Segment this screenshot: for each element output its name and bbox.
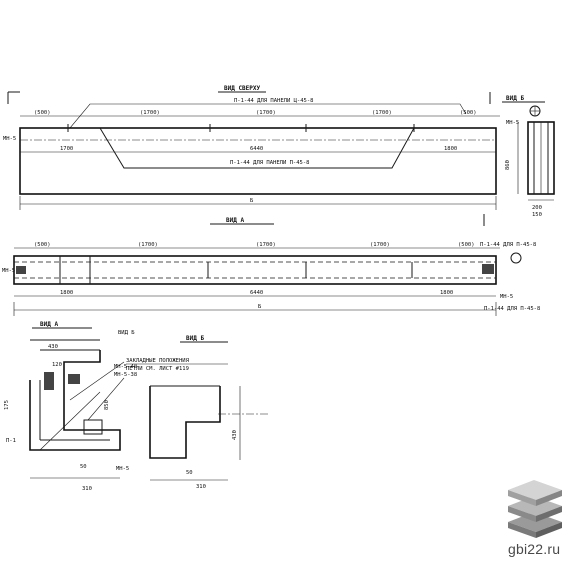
dim-view-b-430: 430 — [232, 430, 238, 440]
dim-top-500b: (500) — [460, 110, 477, 116]
top-view-title: ВИД СВЕРХУ — [224, 85, 261, 92]
dim-bot-1700b: (1700) — [256, 242, 276, 248]
end-view-title: ВИД Б — [506, 95, 524, 102]
loop-marks-top — [67, 124, 415, 132]
dim-end-150: 150 — [532, 212, 542, 218]
dim-sec-50: 50 — [80, 464, 87, 470]
end-note-2: П-1-44 ДЛЯ П-45-8 — [484, 306, 540, 312]
dim-bot-500b: (500) — [458, 242, 475, 248]
detail-embed-2 — [68, 374, 80, 384]
detail-embed-1 — [44, 372, 54, 390]
top-view: ВИД СВЕРХУ П-1-44 ДЛЯ ПАНЕЛИ Ц-45-8 (500… — [3, 85, 500, 226]
view-b-title: ВИД Б — [186, 335, 204, 342]
dim-bot-1800: 1800 — [60, 290, 73, 296]
mark-mh-detail-1: МН-5-40 — [114, 364, 137, 370]
dim-bot-1800b: 1800 — [440, 290, 453, 296]
top-panel-note-2: П-1-44 ДЛЯ ПАНЕЛИ П-45-8 — [230, 160, 309, 166]
dim-end-200: 200 — [532, 205, 542, 211]
dim-view-b-310: 310 — [196, 484, 206, 490]
slab-recess — [99, 127, 415, 169]
dim-sec-430: 430 — [48, 344, 58, 350]
stacked-slabs-logo — [508, 480, 562, 538]
dim-bot-6440: 6440 — [250, 290, 263, 296]
mark-p1: П-1 — [6, 438, 16, 444]
dim-top-1700c: (1700) — [372, 110, 392, 116]
dim-top-500: (500) — [34, 110, 51, 116]
dim-overall-label: Б — [250, 198, 254, 204]
slab-side-outline — [13, 255, 497, 285]
detail-b-label: ВИД Б — [118, 330, 135, 336]
dim-sec-120: 120 — [52, 362, 62, 368]
end-loop-circle — [510, 252, 522, 264]
mark-mh-left: МН-5 — [3, 136, 16, 142]
detail-section-left: ВИД А ВИД Б 430 120 МН-5-40 МН-5-38 175 … — [4, 321, 228, 492]
end-note-1: П-1-44 ДЛЯ П-45-8 — [480, 242, 536, 248]
dim-v-860: 860 — [505, 160, 511, 170]
view-a-title: ВИД А — [226, 217, 244, 224]
embed-note-2: ПЕТЛИ СМ. ЛИСТ #119 — [126, 366, 189, 372]
mark-mh-detail-3: МН-5 — [116, 466, 129, 472]
slab-top-outline — [19, 127, 497, 195]
site-url[interactable]: gbi22.ru — [508, 541, 561, 557]
mark-mh-end: МН-5 — [506, 120, 519, 126]
detail-view-a-title: ВИД А — [40, 321, 58, 328]
dim-sec-175: 175 — [4, 400, 10, 410]
top-panel-note-1: П-1-44 ДЛЯ ПАНЕЛИ Ц-45-8 — [234, 98, 313, 104]
view-b-section: ВИД Б 430 50 310 — [149, 335, 270, 490]
mark-mh-side-right: МН-5 — [500, 294, 513, 300]
embed-right — [482, 264, 494, 274]
mark-mh-detail-2: МН-5-38 — [114, 372, 137, 378]
dim-sec-310: 310 — [82, 486, 92, 492]
embed-left — [16, 266, 26, 274]
dim-sec-850: 850 — [104, 400, 110, 410]
mark-mh-side: МН-5 — [2, 268, 15, 274]
detail-l-outline — [29, 350, 121, 451]
dim-mid-6440: 6440 — [250, 146, 263, 152]
dim-top-1700b: (1700) — [256, 110, 276, 116]
view-b-outline — [149, 386, 221, 459]
view-a-elevation: (500) (1700) (1700) (1700) (500) П-1-44 … — [2, 242, 540, 316]
dim-bot-1700a: (1700) — [138, 242, 158, 248]
dim-bot-overall: Б — [258, 304, 262, 310]
dim-mid-1700: 1700 — [60, 146, 73, 152]
dim-mid-1800: 1800 — [444, 146, 457, 152]
end-view: ВИД Б МН-5 860 200 150 — [489, 92, 555, 218]
dim-bot-500: (500) — [34, 242, 51, 248]
embed-note-1: ЗАКЛАДНЫЕ ПОЛОЖЕНИЯ — [126, 358, 190, 364]
dim-view-b-50: 50 — [186, 470, 193, 476]
dim-bot-1700c: (1700) — [370, 242, 390, 248]
detail-plate — [83, 419, 103, 435]
dim-top-1700a: (1700) — [140, 110, 160, 116]
